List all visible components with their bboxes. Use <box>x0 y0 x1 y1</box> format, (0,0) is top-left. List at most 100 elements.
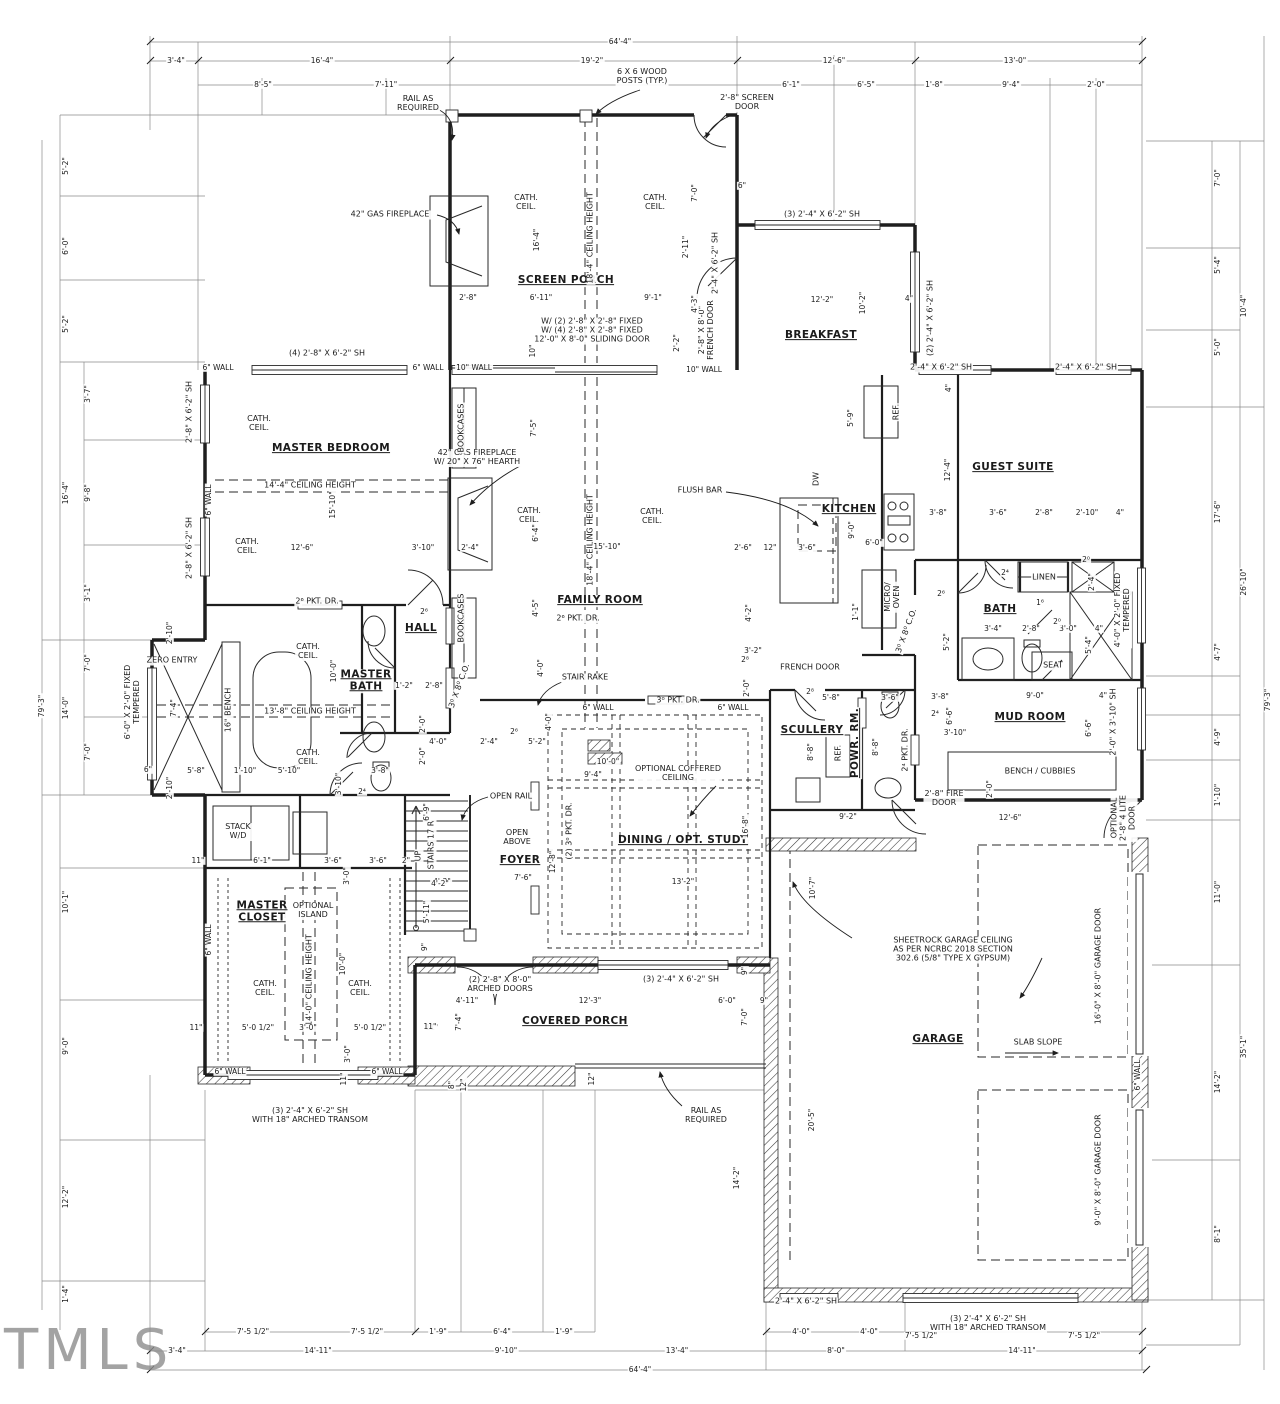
dimension: 14'-11" <box>1007 1345 1037 1356</box>
dimension: 3'-6" <box>323 855 343 866</box>
dimension: 7'-6" <box>513 872 533 883</box>
annotation: (2) 3⁰ PKT. DR. <box>564 801 575 861</box>
dimension: 3'-7" <box>82 384 93 404</box>
annotation: BOOKCASES <box>456 402 467 454</box>
room-screen-porch: SCREEN PORCH <box>516 274 616 287</box>
annotation: 2'-8" FIRE DOOR <box>923 789 965 808</box>
dimension: 6'-11" <box>528 292 554 303</box>
annotation: REF. <box>891 402 902 422</box>
dimension: 12" <box>458 1077 469 1093</box>
dimension: 3'-1" <box>82 583 93 603</box>
dimension: 11" <box>338 1071 349 1087</box>
dimension: 7'-0" <box>1212 168 1223 188</box>
dimension: 4'-3" <box>689 294 700 314</box>
dimension: 15'-10" <box>592 541 622 552</box>
annotation: (3) 2'-4" X 6'-2" SH WITH 18" ARCHED TRA… <box>251 1106 369 1125</box>
annotation: (2) 2'-4" X 6'-2" SH <box>925 279 936 357</box>
dimension: 10'-0" <box>337 951 348 977</box>
dimension: 10'-2" <box>857 290 868 316</box>
room-master-bedroom: MASTER BEDROOM <box>270 442 392 455</box>
dimension: 7'-5 1/2" <box>903 1330 939 1341</box>
dimension-lines <box>41 36 1265 1374</box>
dimension: 4'-0" <box>791 1326 811 1337</box>
dimension: 3'-4" <box>983 623 1003 634</box>
dimension: 3'-8" <box>930 691 950 702</box>
dimension: 3'-10" <box>942 727 968 738</box>
dimension: 2'-10" <box>164 775 175 801</box>
dimension: 12'-2" <box>60 1184 71 1210</box>
dimension: 5'-0" <box>1212 337 1223 357</box>
annotation: CATH. CEIL. <box>234 537 260 556</box>
annotation: OPTIONAL COFFERED CEILING <box>633 764 723 783</box>
dimension: 9'-4" <box>583 769 603 780</box>
dimension: 12" <box>762 542 778 553</box>
annotation: REF. <box>833 743 844 763</box>
dimension: 5'-0 1/2" <box>240 1022 276 1033</box>
dimension: 6" WALL <box>581 702 615 713</box>
annotation: 16" BENCH <box>223 686 234 734</box>
annotation: 42" GAS FIREPLACE W/ 20" X 76" HEARTH <box>432 448 522 467</box>
dimension: 2⁴ <box>930 708 940 719</box>
dimension: 17'-6" <box>1212 499 1223 525</box>
annotation: OPEN ABOVE <box>502 828 532 847</box>
dimension: 4'-0" <box>543 712 554 732</box>
dimension: 3'-10" <box>410 542 436 553</box>
dimension: 3'-0" <box>1058 623 1078 634</box>
dimension: 14'-11" <box>303 1345 333 1356</box>
room-foyer: FOYER <box>498 854 542 867</box>
dimension: 5'-4" <box>1083 635 1094 655</box>
dimension: 13'-4" <box>664 1345 690 1356</box>
dimension: 8'-8" <box>870 737 881 757</box>
dimension: 6'-6" <box>1083 718 1094 738</box>
dimension: 6" WALL <box>203 923 214 957</box>
dimension: 2'-0" <box>417 746 428 766</box>
dimension: 6'-4" <box>492 1326 512 1337</box>
dimension: 6'-1" <box>252 855 272 866</box>
dimension: 1⁶ <box>1035 597 1045 608</box>
dimension: 7'-5 1/2" <box>235 1326 271 1337</box>
annotation: 2'-4" X 6'-2" SH <box>773 1296 839 1307</box>
dimension: 3'-2" <box>743 645 763 656</box>
dimension: 13'-0" <box>1002 55 1028 66</box>
dimension: 7'-0" <box>689 183 700 203</box>
dimension: 4'-11" <box>454 995 480 1006</box>
dimension: 2'-2" <box>671 333 682 353</box>
annotation: 4'-0" X 2'-0" FIXED TEMPERED <box>1113 571 1132 649</box>
dimension: 4'-2" <box>743 603 754 623</box>
leader-lines <box>434 89 1059 1107</box>
dimension: 7'-5 1/2" <box>1066 1330 1102 1341</box>
annotation: BENCH / CUBBIES <box>1003 766 1077 777</box>
dimension: 2⁰ <box>1052 616 1062 627</box>
dimension: 3'-10" <box>333 771 344 797</box>
annotation: CATH. CEIL. <box>639 507 665 526</box>
dimension: 10'-1" <box>60 889 71 915</box>
annotation: OPTIONAL 2'-8" 4 LITE DOOR <box>1109 794 1138 842</box>
dimension: 4" <box>1114 507 1126 518</box>
dimension: 2⁶ <box>509 726 519 737</box>
dimension: 2'-0" <box>417 714 428 734</box>
annotation: SEAT <box>1042 660 1064 671</box>
dimension: 13'-2" <box>670 876 696 887</box>
annotation: RAIL AS REQUIRED <box>396 94 440 113</box>
annotation: 42" GAS FIREPLACE <box>349 209 431 220</box>
dimension: 3'-4" <box>167 1345 187 1356</box>
annotation: W/ (2) 2'-8" X 2'-8" FIXED W/ (4) 2'-8" … <box>533 316 651 345</box>
annotation: CATH. CEIL. <box>246 414 272 433</box>
dimension: 6" WALL <box>213 1066 247 1077</box>
dimension: 6'-0" <box>864 537 884 548</box>
annotation: 3⁰ X 8⁰ C.O. <box>893 606 920 656</box>
dimension: 19'-2" <box>579 55 605 66</box>
dimension: 2'-10" <box>164 620 175 646</box>
dimension: 5'-2" <box>60 156 71 176</box>
dimension: 9'-2" <box>838 811 858 822</box>
dimension: 2'-11" <box>680 234 691 260</box>
dimension: 2⁶ <box>419 606 429 617</box>
dimension: 3'-6" <box>988 507 1008 518</box>
dimension: 1'-2" <box>394 680 414 691</box>
annotation: RAIL AS REQUIRED <box>684 1106 728 1125</box>
annotation: UP <box>413 849 424 863</box>
annotation: CATH. CEIL. <box>642 193 668 212</box>
annotation: (3) 2'-4" X 6'-2" SH WITH 18" ARCHED TRA… <box>929 1314 1047 1333</box>
annotation: LINEN <box>1031 572 1057 583</box>
dimension: 20'-5" <box>806 1107 817 1133</box>
